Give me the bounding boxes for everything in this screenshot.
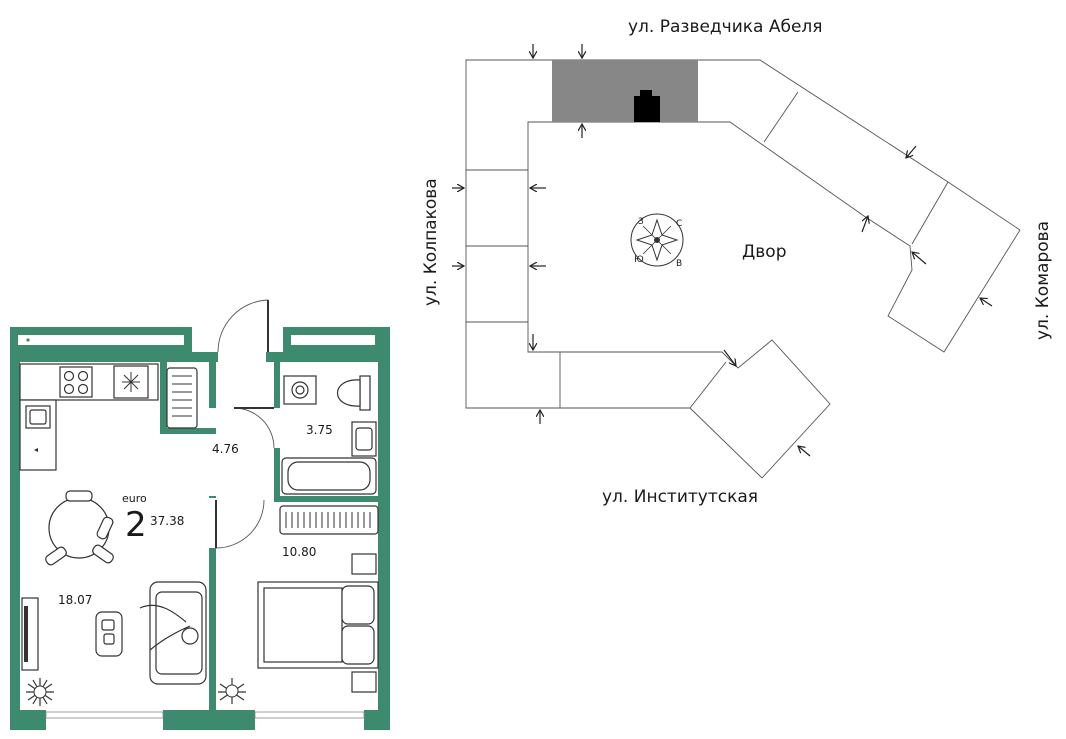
apartment-total-area: 37.38 — [150, 514, 184, 528]
site-plan: С Ю В З — [452, 44, 1021, 479]
apartment-rooms-count: 2 — [125, 505, 147, 545]
bed-icon — [257, 553, 379, 693]
wall-bath-bottom — [274, 496, 378, 502]
plant-icon — [26, 678, 54, 706]
wall-top-left — [10, 352, 218, 362]
wall-right — [378, 352, 390, 730]
washbasin-icon — [351, 421, 377, 457]
apartment-plan — [10, 299, 390, 730]
plant-bedroom-icon — [218, 678, 246, 704]
compass-icon — [630, 213, 684, 267]
street-right-label: ул. Комарова — [1033, 221, 1053, 340]
highlighted-section — [552, 60, 698, 122]
wall-bath-left — [274, 362, 280, 408]
sofa-icon — [139, 581, 207, 685]
wall-bottom-2 — [163, 710, 255, 730]
bathtub-icon — [281, 457, 377, 495]
street-left-label: ул. Колпакова — [421, 178, 441, 306]
wall-left — [10, 352, 20, 730]
compass-south: Ю — [634, 255, 644, 265]
compass-north: С — [676, 219, 682, 229]
coffee-table-icon — [95, 611, 123, 657]
entrance-arrows — [452, 44, 993, 457]
radiator-bedroom-icon — [279, 505, 379, 535]
entrance-door-swing — [217, 299, 269, 353]
stove-icon — [59, 366, 93, 398]
street-bottom-label: ул. Институтская — [602, 487, 758, 507]
area-bedroom: 10.80 — [282, 545, 316, 559]
building-outline — [465, 59, 1021, 479]
building-marker-icon — [634, 96, 660, 122]
window-bedroom — [254, 711, 365, 719]
street-top-label: ул. Разведчика Абеля — [628, 17, 823, 37]
dining-table-icon — [45, 490, 114, 566]
area-hall: 4.76 — [212, 442, 239, 456]
compass-west: З — [638, 217, 644, 227]
wall-top-right — [275, 352, 390, 362]
washing-machine-icon — [283, 375, 317, 405]
kitchen-counter — [19, 363, 159, 471]
wall-bottom-1 — [10, 710, 46, 730]
toilet-icon — [336, 375, 371, 411]
yard-label: Двор — [742, 242, 787, 262]
area-bathroom: 3.75 — [306, 423, 333, 437]
radiator-icon — [166, 367, 198, 429]
compass-east: В — [676, 259, 682, 269]
wall-bottom-3 — [364, 710, 390, 730]
tv-unit-icon — [21, 597, 39, 671]
wall-kitchen-stub — [160, 362, 167, 434]
apartment-type-label: euro — [122, 492, 147, 505]
area-living: 18.07 — [58, 593, 92, 607]
window-living — [45, 711, 164, 719]
